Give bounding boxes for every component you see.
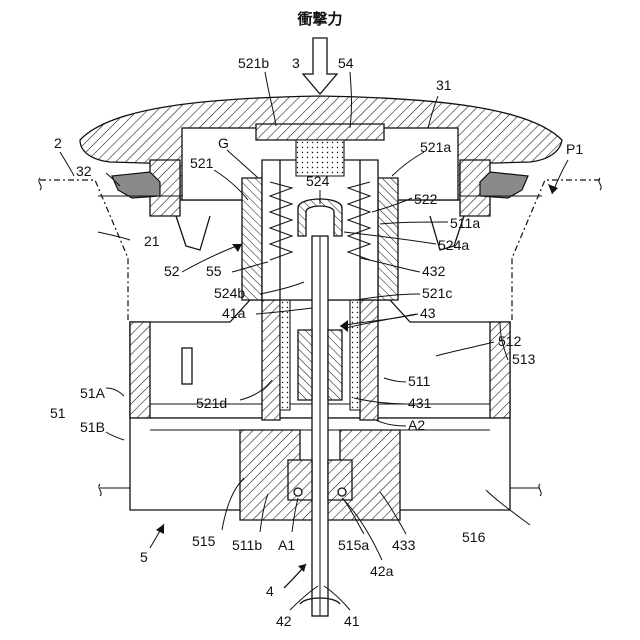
label-A1: A1 — [278, 537, 295, 553]
label-433: 433 — [392, 537, 416, 553]
label-515: 515 — [192, 533, 216, 549]
label-524b: 524b — [214, 285, 245, 301]
label-54: 54 — [338, 55, 354, 71]
label-516: 516 — [462, 529, 486, 545]
label-511a: 511a — [450, 215, 480, 231]
label-41: 41 — [344, 613, 360, 629]
label-21: 21 — [144, 233, 160, 249]
label-32: 32 — [76, 163, 92, 179]
label-51B: 51B — [80, 419, 105, 435]
label-42a: 42a — [370, 563, 394, 579]
label-5: 5 — [140, 549, 148, 565]
label-524: 524 — [306, 173, 330, 189]
label-43: 43 — [420, 305, 436, 321]
impact-force-arrow — [303, 38, 337, 94]
arrow-5 — [156, 524, 164, 534]
label-432: 432 — [422, 263, 446, 279]
label-524a: 524a — [438, 237, 469, 253]
label-55: 55 — [206, 263, 222, 279]
label-52: 52 — [164, 263, 180, 279]
label-515a: 515a — [338, 537, 369, 553]
label-51A: 51A — [80, 385, 106, 401]
label-A2: A2 — [408, 417, 425, 433]
arrow-P1 — [548, 184, 558, 194]
label-2: 2 — [54, 135, 62, 151]
label-51: 51 — [50, 405, 66, 421]
label-431: 431 — [408, 395, 432, 411]
label-4: 4 — [266, 583, 274, 599]
label-31: 31 — [436, 77, 452, 93]
label-impact-force: 衝撃力 — [296, 10, 342, 28]
label-512: 512 — [498, 333, 522, 349]
label-522: 522 — [414, 191, 438, 207]
label-521c: 521c — [422, 285, 452, 301]
label-42: 42 — [276, 613, 292, 629]
arrow-52 — [232, 244, 242, 252]
label-511b: 511b — [232, 537, 262, 553]
label-P1: P1 — [566, 141, 583, 157]
label-3: 3 — [292, 55, 300, 71]
label-521a: 521a — [420, 139, 451, 155]
label-513: 513 — [512, 351, 536, 367]
label-G: G — [218, 135, 229, 151]
label-511: 511 — [408, 373, 431, 389]
label-41a: 41a — [222, 305, 246, 321]
arrow-4 — [284, 564, 306, 588]
label-521: 521 — [190, 155, 214, 171]
label-521d: 521d — [196, 395, 227, 411]
label-521b: 521b — [238, 55, 269, 71]
